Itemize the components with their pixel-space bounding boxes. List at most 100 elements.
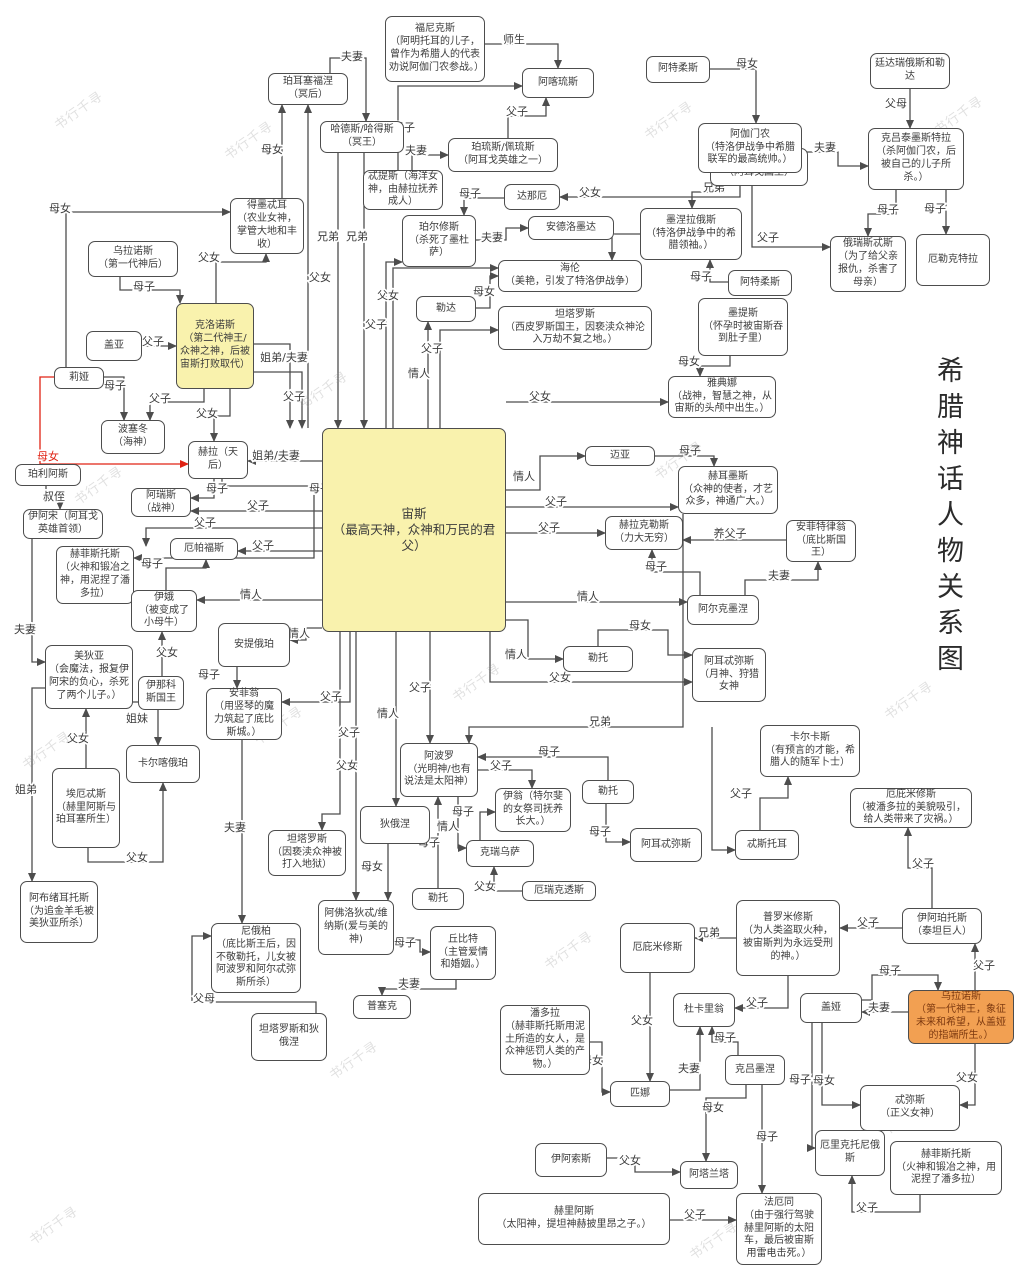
relationship-label: 兄弟 xyxy=(317,230,339,243)
node-inachus[interactable]: 伊那科斯国王 xyxy=(138,676,184,710)
relationship-label: 母女 xyxy=(473,284,495,298)
node-heracles[interactable]: 赫拉克勒斯 （力大无穷） xyxy=(605,516,683,550)
node-iapetus[interactable]: 伊阿珀托斯 （泰坦巨人） xyxy=(902,908,982,944)
node-erichthonius[interactable]: 厄里克托尼俄斯 xyxy=(815,1130,885,1176)
relationship-line xyxy=(460,197,504,216)
node-jason[interactable]: 伊阿宋（阿耳戈英雄首领） xyxy=(23,509,103,539)
node-hades[interactable]: 哈德斯/哈得斯 （冥王） xyxy=(320,121,404,153)
node-poseidon[interactable]: 波塞冬 （海神） xyxy=(101,420,165,454)
relationship-line xyxy=(45,486,64,510)
node-andromeda[interactable]: 安德洛墨达 xyxy=(528,216,614,240)
node-leto-bottom[interactable]: 勒托 xyxy=(412,888,464,910)
node-tantalus-dione[interactable]: 坦塔罗斯和狄俄涅 xyxy=(251,1013,327,1061)
node-menelaus[interactable]: 墨涅拉俄斯 （特洛伊战争中的希腊领袖。） xyxy=(640,208,742,260)
node-phoenix[interactable]: 福尼克斯 （阿明托耳的儿子，曾作为希腊人的代表劝说阿伽门农参战。） xyxy=(385,16,485,82)
node-niobe[interactable]: 尼俄柏 （底比斯王后，因不敬勒托，儿女被阿波罗和阿尔忒弥斯所杀） xyxy=(211,923,301,993)
node-pandora[interactable]: 潘多拉 （赫菲斯托斯用泥土所造的女人，是众神惩罚人类的产物。） xyxy=(500,1005,590,1075)
node-rhea[interactable]: 莉娅 xyxy=(54,367,104,389)
node-phaethon[interactable]: 法厄同 （由于强行驾驶赫里阿斯的太阳车，最后被宙斯用雷电击死。） xyxy=(736,1193,822,1265)
node-helen[interactable]: 海伦 （美艳，引发了特洛伊战争） xyxy=(498,260,642,292)
node-hephaestus-2[interactable]: 赫菲斯托斯 （火神和锻冶之神，用泥捏了潘多拉） xyxy=(890,1141,1002,1195)
node-aphrodite[interactable]: 阿佛洛狄忒/维纳斯(爱与美的神) xyxy=(318,900,394,955)
node-atreus-top[interactable]: 阿特柔斯 xyxy=(646,56,710,83)
node-medea[interactable]: 美狄亚 （会魔法，报复伊阿宋的负心，杀死了两个儿子。） xyxy=(45,645,133,709)
node-apollo[interactable]: 阿波罗 （光明神/也有说法是太阳神） xyxy=(400,743,478,797)
node-clymene[interactable]: 克吕墨涅 xyxy=(725,1055,785,1085)
node-psyche[interactable]: 普塞克 xyxy=(353,995,411,1019)
node-zeus[interactable]: 宙斯 （最高天神，众神和万民的君父） xyxy=(322,428,506,632)
relationship-line xyxy=(210,389,231,442)
node-maia[interactable]: 迈亚 xyxy=(585,446,655,466)
node-epimetheus-1[interactable]: 厄庇米修斯 （被潘多拉的美貌吸引，给人类带来了灾祸。） xyxy=(850,788,972,828)
node-hera[interactable]: 赫拉（天后） xyxy=(188,441,248,479)
relationship-label: 姐妹 xyxy=(126,711,148,725)
relationship-line xyxy=(392,264,499,428)
relationship-label: 母子 xyxy=(690,270,712,283)
node-orestes[interactable]: 俄瑞斯忒斯 （为了给父亲报仇，杀害了母亲） xyxy=(830,236,906,292)
node-calchas[interactable]: 卡尔卡斯 （有预言的才能，希腊人的随军卜士） xyxy=(760,725,860,777)
node-creusa[interactable]: 克瑞乌萨 xyxy=(466,840,534,867)
node-pyrrha[interactable]: 匹娜 xyxy=(610,1081,670,1107)
node-leda[interactable]: 勒达 xyxy=(416,296,476,322)
node-persephone[interactable]: 珀耳塞福涅 （冥后） xyxy=(268,73,348,105)
relationship-line xyxy=(848,1175,921,1213)
node-achilles[interactable]: 阿喀琉斯 xyxy=(522,68,594,98)
node-pelias[interactable]: 珀利阿斯 xyxy=(15,464,81,486)
node-atalanta[interactable]: 阿塔兰塔 xyxy=(680,1161,738,1189)
node-leto-right[interactable]: 勒托 xyxy=(582,780,634,804)
relationship-line xyxy=(485,43,562,69)
node-metis[interactable]: 墨提斯 （怀孕时被宙斯吞到肚子里） xyxy=(698,298,788,356)
node-cronus[interactable]: 克洛诺斯 （第二代神王/众神之神，后被宙斯打败取代） xyxy=(176,303,254,389)
node-erechtheus[interactable]: 厄瑞克透斯 xyxy=(522,881,596,901)
node-hermes[interactable]: 赫耳墨斯 （众神的使者，才艺众多，神通广大。） xyxy=(678,466,778,514)
node-perseus[interactable]: 珀尔修斯 （杀死了墨杜萨） xyxy=(402,215,476,267)
relationship-line xyxy=(648,549,701,595)
node-tantalus-hell[interactable]: 坦塔罗斯 （因亵渎众神被打入地狱） xyxy=(268,830,346,876)
node-antiope[interactable]: 安提俄珀 xyxy=(218,623,290,667)
node-epimetheus-2[interactable]: 厄庇米修斯 xyxy=(620,923,695,973)
node-alcmene[interactable]: 阿尔克墨涅 xyxy=(687,595,759,625)
relationship-label: 母女 xyxy=(361,859,383,873)
node-agamemnon[interactable]: 阿伽门农 （特洛伊战争中希腊联军的最高统帅。） xyxy=(698,123,802,173)
relationship-label: 夫妻 xyxy=(814,141,836,154)
node-athena[interactable]: 雅典娜 （战神，智慧之神，从宙斯的头颅中出生。） xyxy=(668,376,776,418)
node-deucalion[interactable]: 杜卡里翁 xyxy=(673,993,735,1027)
node-apsyrtus[interactable]: 阿布绪耳托斯 （为追金羊毛被美狄亚所杀） xyxy=(20,881,98,943)
node-helios[interactable]: 赫里阿斯 （太阳神，提坦神赫披里昂之子。） xyxy=(478,1193,670,1245)
node-uranus-queen[interactable]: 乌拉诺斯 （第一代神后） xyxy=(88,241,178,277)
node-aeetes[interactable]: 埃厄忒斯 （赫里阿斯与珀耳塞所生） xyxy=(52,768,120,848)
node-demeter[interactable]: 得墨忒耳 （农业女神，掌管大地和丰收） xyxy=(230,198,304,254)
node-gaia-2[interactable]: 盖娅 xyxy=(800,993,862,1023)
node-chalciope[interactable]: 卡尔喀俄珀 xyxy=(126,745,200,783)
node-uranus-king[interactable]: 乌拉诺斯 （第一代神王，象征未来和希望，从盖娅的指端所生。） xyxy=(908,990,1014,1044)
node-atreus-2[interactable]: 阿特柔斯 xyxy=(728,270,792,296)
node-ion[interactable]: 伊翁（特尔斐的女祭司抚养长大。） xyxy=(495,788,571,832)
node-epaphus[interactable]: 厄帕福斯 xyxy=(170,538,238,560)
relationship-label: 父女 xyxy=(126,850,148,864)
relationship-label: 父子 xyxy=(973,959,995,972)
node-iasus[interactable]: 伊阿索斯 xyxy=(535,1143,607,1177)
node-io[interactable]: 伊娥 （被变成了小母牛） xyxy=(131,590,197,632)
node-hephaestus-1[interactable]: 赫菲斯托斯 （火神和锻冶之神，用泥捏了潘多拉） xyxy=(56,546,134,604)
node-thetis[interactable]: 忒提斯（海洋女神，由赫拉抚养成人） xyxy=(363,170,443,210)
node-peleus[interactable]: 珀琉斯/佩琉斯 （阿耳戈英雄之一） xyxy=(448,138,558,172)
node-amphion[interactable]: 安菲翁 （用竖琴的魔力筑起了底比斯城。） xyxy=(206,688,282,740)
node-tantalus-sipylus[interactable]: 坦塔罗斯 （西皮罗斯国王，因亵渎众神沦入万劫不复之地。） xyxy=(498,306,652,350)
node-electra[interactable]: 厄勒克特拉 xyxy=(916,234,990,286)
node-clytemnestra[interactable]: 克吕泰墨斯特拉 （杀阿伽门农，后被自己的儿子所杀。） xyxy=(868,128,964,190)
node-ares[interactable]: 阿瑞斯 （战神） xyxy=(131,488,191,517)
node-amphitryon[interactable]: 安菲特律翁 （底比斯国王） xyxy=(786,520,856,562)
node-danae[interactable]: 达那厄 xyxy=(504,184,560,210)
node-tyndareus-leda[interactable]: 廷达瑞俄斯和勒达 xyxy=(870,53,950,89)
node-prometheus[interactable]: 普罗米修斯 （为人类盗取火种，被宙斯判为永远受刑的神。） xyxy=(736,900,840,976)
relationship-label: 母女 xyxy=(813,1073,835,1087)
node-gaia-1[interactable]: 盖亚 xyxy=(86,331,142,361)
node-artemis-2[interactable]: 阿耳忒弥斯 xyxy=(630,828,702,862)
node-leto-top[interactable]: 勒托 xyxy=(563,646,633,672)
node-dione[interactable]: 狄俄涅 xyxy=(360,806,430,844)
node-cupid[interactable]: 丘比特 （主管爱情和婚姻。） xyxy=(430,926,496,980)
node-artemis-moon[interactable]: 阿耳忒弥斯 （月神、狩猎女神 xyxy=(692,648,766,702)
node-thestor[interactable]: 忒斯托耳 xyxy=(735,830,799,860)
relationship-label: 母女 xyxy=(37,449,59,463)
node-themis[interactable]: 忒弥斯 （正义女神） xyxy=(860,1085,960,1131)
